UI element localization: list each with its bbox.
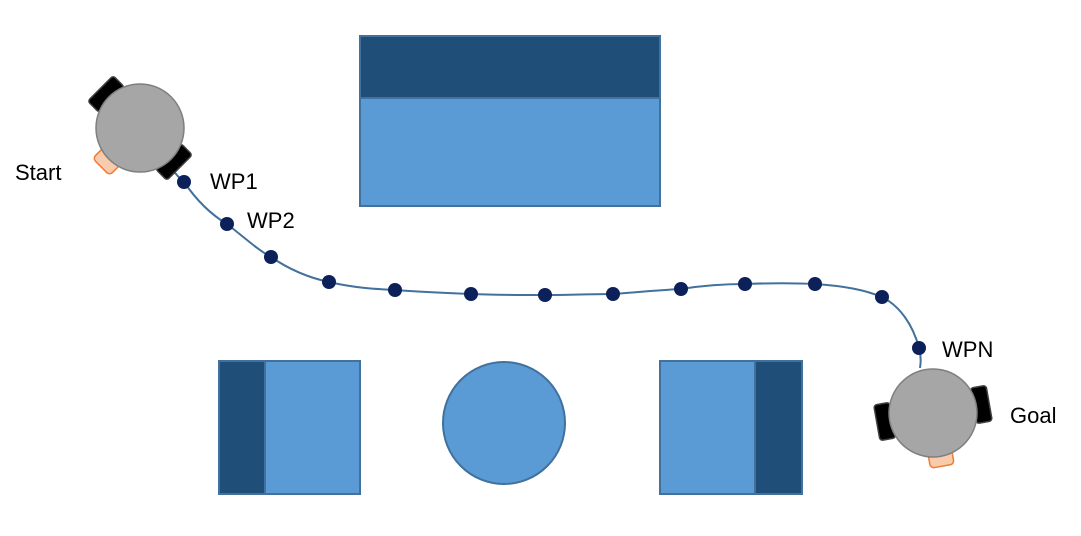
- obstacle-bottom-right-dark-band: [754, 360, 803, 495]
- waypoint-4: [322, 275, 336, 289]
- obstacle-bottom-right-light-body: [659, 360, 756, 495]
- waypoint-9: [674, 282, 688, 296]
- waypoint-2: [220, 217, 234, 231]
- obstacle-bottom-left: [218, 360, 361, 495]
- waypoint-10: [738, 277, 752, 291]
- obstacle-bottom-left-dark-band: [218, 360, 266, 495]
- waypoint-3: [264, 250, 278, 264]
- waypoints: [177, 175, 926, 355]
- waypoint-1: [177, 175, 191, 189]
- waypoint-6: [464, 287, 478, 301]
- label-start: Start: [15, 160, 61, 185]
- robot-start-body: [95, 83, 185, 173]
- waypoint-5: [388, 283, 402, 297]
- waypoint-7: [538, 288, 552, 302]
- obstacle-round: [442, 361, 566, 485]
- waypoint-8: [606, 287, 620, 301]
- obstacle-bottom-left-light-body: [264, 360, 361, 495]
- label-goal: Goal: [1010, 403, 1056, 428]
- waypoint-11: [808, 277, 822, 291]
- obstacle-top: [359, 35, 661, 207]
- obstacle-top-dark-band: [359, 35, 661, 99]
- label-wp1: WP1: [210, 169, 258, 194]
- waypoint-n: [912, 341, 926, 355]
- obstacle-bottom-right: [659, 360, 803, 495]
- label-wpn: WPN: [942, 337, 993, 362]
- robot-start: [88, 76, 192, 180]
- waypoint-12: [875, 290, 889, 304]
- obstacle-top-light-body: [359, 97, 661, 207]
- robot-goal-body: [888, 368, 978, 458]
- label-wp2: WP2: [247, 208, 295, 233]
- robot-goal: [873, 368, 993, 469]
